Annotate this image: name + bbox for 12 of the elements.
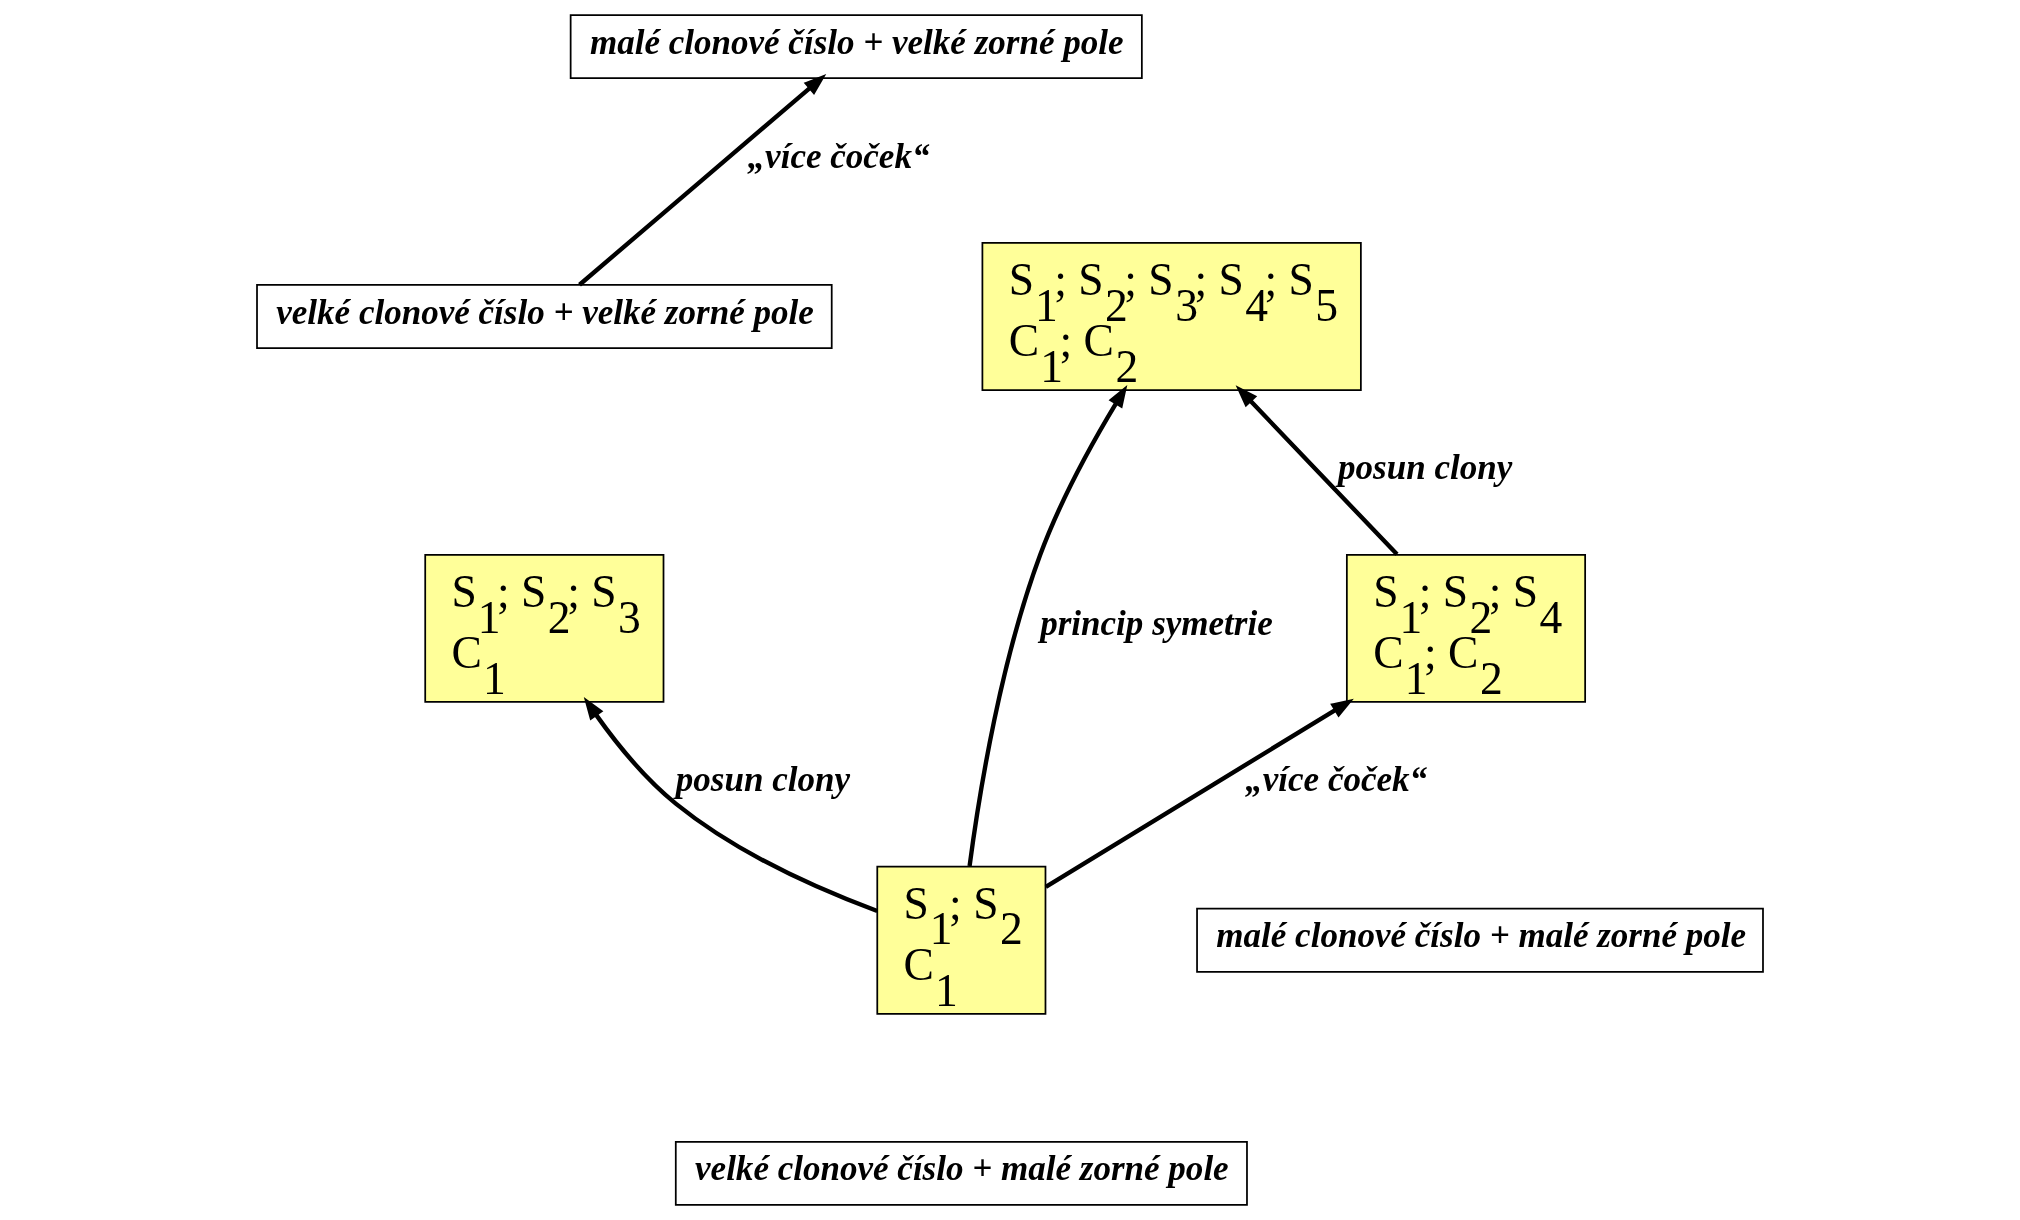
node-box: malé clonové číslo + velké zorné pole — [569, 14, 1143, 80]
arrow — [1235, 385, 1399, 556]
arrow — [583, 697, 878, 914]
node-box: velké clonové číslo + velké zorné pole — [256, 284, 833, 349]
node-box: malé clonové číslo + malé zorné pole — [1196, 907, 1764, 973]
edge-label: „více čoček“ — [747, 136, 930, 176]
edge-label: posun clony — [675, 760, 850, 800]
arrow — [578, 74, 827, 287]
arrow — [1044, 698, 1354, 889]
arrow — [967, 384, 1128, 867]
edge-label: „více čoček“ — [1245, 760, 1428, 800]
node-box: velké clonové číslo + malé zorné pole — [674, 1140, 1248, 1206]
